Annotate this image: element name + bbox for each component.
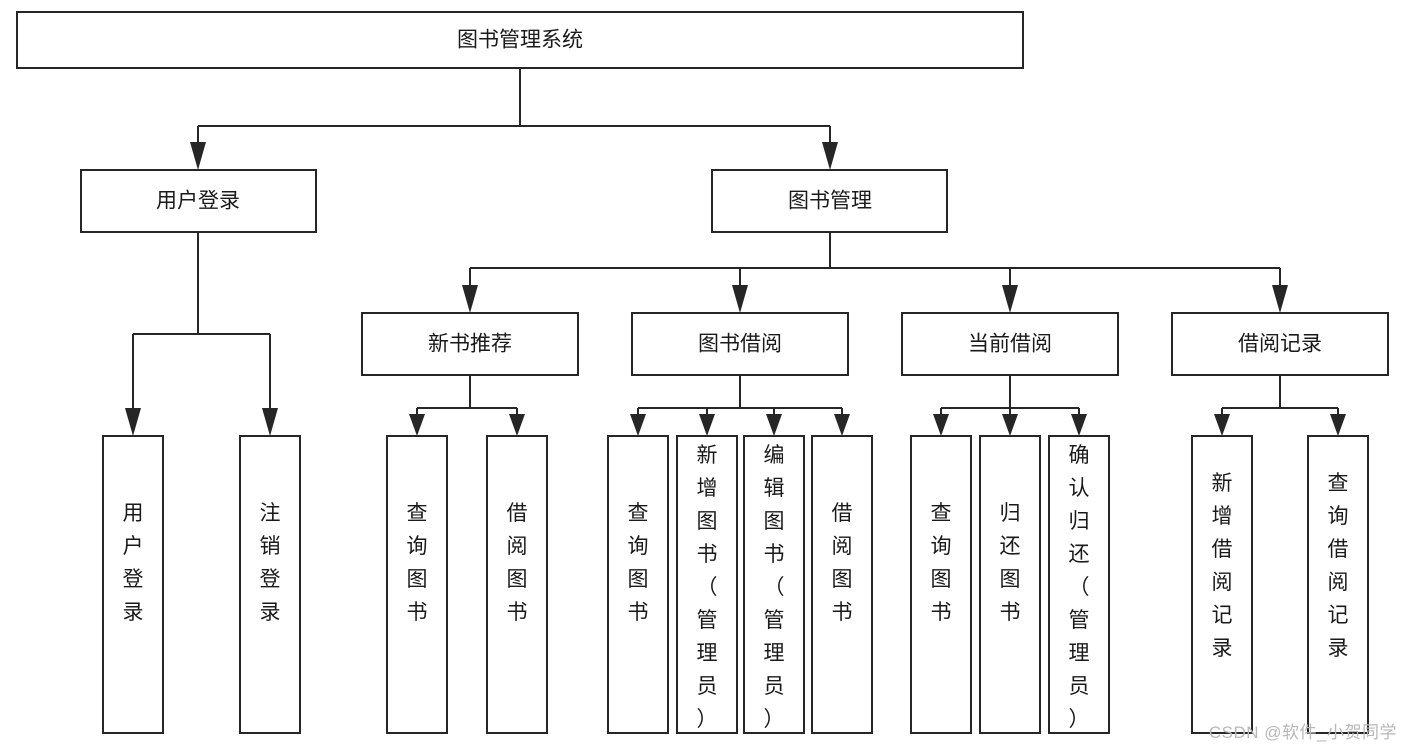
node-leaf-borrow-book-2-box[interactable] xyxy=(811,435,873,734)
node-leaf-borrow-book-2-label: 借阅图书 xyxy=(832,502,853,624)
node-leaf-query-book-3[interactable]: 查询图书 xyxy=(910,435,972,734)
node-leaf-user-logout-box[interactable] xyxy=(239,435,301,734)
node-leaf-return-book-label: 归还图书 xyxy=(1000,502,1021,624)
node-book-borrow[interactable]: 图书借阅 xyxy=(631,312,849,376)
node-leaf-borrow-book-2[interactable]: 借阅图书 xyxy=(811,435,873,734)
node-leaf-add-record-label: 新增借阅记录 xyxy=(1212,472,1233,660)
arrow-head-leaf-confirm-return xyxy=(1071,414,1087,436)
node-root-box[interactable] xyxy=(16,11,1024,69)
node-leaf-confirm-return[interactable]: 确认归还（管理员） xyxy=(1048,435,1110,734)
node-leaf-query-book-2-label: 查询图书 xyxy=(628,502,649,624)
connector-new-book-to-leaves xyxy=(409,375,525,436)
node-user-login[interactable]: 用户登录 xyxy=(80,169,317,233)
arrow-head-leaf-query-record xyxy=(1330,414,1346,436)
node-leaf-user-logout[interactable]: 注销登录 xyxy=(239,435,301,734)
node-leaf-user-login-label: 用户登录 xyxy=(123,502,144,624)
arrow-head-leaf-edit-book xyxy=(766,414,782,436)
node-current-borrow-label: 当前借阅 xyxy=(968,333,1052,356)
connector-root-to-level2 xyxy=(190,68,838,170)
arrow-head-leaf-add-book xyxy=(699,414,715,436)
connector-borrow-record-to-leaves xyxy=(1214,375,1346,436)
node-user-login-box[interactable] xyxy=(80,169,317,233)
arrow-head-leaf-add-record xyxy=(1214,414,1230,436)
arrow-head-book-manage xyxy=(822,142,838,170)
node-leaf-query-book-2[interactable]: 查询图书 xyxy=(607,435,669,734)
arrow-head-user-login xyxy=(190,142,206,170)
node-leaf-borrow-book-1[interactable]: 借阅图书 xyxy=(486,435,548,734)
node-leaf-query-record[interactable]: 查询借阅记录 xyxy=(1307,435,1369,734)
node-new-book-recommend[interactable]: 新书推荐 xyxy=(361,312,579,376)
node-leaf-query-book-1-label: 查询图书 xyxy=(407,502,428,624)
csdn-watermark: CSDN @软件_小贺同学 xyxy=(1208,723,1397,742)
connector-user-login-to-leaves xyxy=(125,232,278,436)
arrow-head-leaf-user-login xyxy=(125,408,141,436)
node-current-borrow[interactable]: 当前借阅 xyxy=(901,312,1119,376)
connector-book-manage-to-level3 xyxy=(462,232,1288,313)
node-borrow-record[interactable]: 借阅记录 xyxy=(1171,312,1389,376)
arrow-head-current-borrow xyxy=(1002,285,1018,313)
arrow-head-leaf-query-book-2 xyxy=(630,414,646,436)
node-leaf-edit-book-label: 编辑图书（管理员） xyxy=(764,444,785,731)
node-current-borrow-box[interactable] xyxy=(901,312,1119,376)
arrow-head-leaf-borrow-book-2 xyxy=(834,414,850,436)
node-leaf-add-record-box[interactable] xyxy=(1191,435,1253,734)
arrow-head-borrow-record xyxy=(1272,285,1288,313)
node-new-book-recommend-box[interactable] xyxy=(361,312,579,376)
node-leaf-edit-book-box[interactable] xyxy=(743,435,805,734)
arrow-head-new-book xyxy=(462,285,478,313)
node-leaf-add-book-label: 新增图书（管理员） xyxy=(697,444,718,731)
node-leaf-query-book-1-box[interactable] xyxy=(386,435,448,734)
node-borrow-record-label: 借阅记录 xyxy=(1238,333,1322,356)
node-leaf-edit-book[interactable]: 编辑图书（管理员） xyxy=(743,435,805,734)
node-leaf-query-book-2-box[interactable] xyxy=(607,435,669,734)
node-leaf-query-record-label: 查询借阅记录 xyxy=(1328,472,1349,660)
arrow-head-leaf-user-logout xyxy=(262,408,278,436)
node-new-book-recommend-label: 新书推荐 xyxy=(428,333,512,356)
node-book-borrow-box[interactable] xyxy=(631,312,849,376)
arrow-head-leaf-query-book-1 xyxy=(409,414,425,436)
node-user-login-label: 用户登录 xyxy=(156,190,240,213)
node-root-book-management-system[interactable]: 图书管理系统 xyxy=(16,11,1024,69)
node-leaf-user-logout-label: 注销登录 xyxy=(260,502,281,624)
node-book-manage[interactable]: 图书管理 xyxy=(711,169,948,233)
node-leaf-return-book-box[interactable] xyxy=(979,435,1041,734)
node-leaf-borrow-book-1-label: 借阅图书 xyxy=(507,502,528,624)
connector-current-borrow-to-leaves xyxy=(933,375,1087,436)
node-book-manage-box[interactable] xyxy=(711,169,948,233)
arrow-head-leaf-borrow-book-1 xyxy=(509,414,525,436)
node-leaf-add-record[interactable]: 新增借阅记录 xyxy=(1191,435,1253,734)
node-leaf-add-book-box[interactable] xyxy=(676,435,738,734)
node-book-manage-label: 图书管理 xyxy=(788,190,872,213)
node-leaf-query-book-1[interactable]: 查询图书 xyxy=(386,435,448,734)
node-leaf-confirm-return-label: 确认归还（管理员） xyxy=(1069,444,1090,731)
node-root-label: 图书管理系统 xyxy=(457,29,583,52)
arrow-head-book-borrow xyxy=(732,285,748,313)
node-book-borrow-label: 图书借阅 xyxy=(698,333,782,356)
node-leaf-query-book-3-label: 查询图书 xyxy=(931,502,952,624)
arrow-head-leaf-return-book xyxy=(1002,414,1018,436)
connector-book-borrow-to-leaves xyxy=(630,375,850,436)
node-leaf-query-record-box[interactable] xyxy=(1307,435,1369,734)
node-leaf-borrow-book-1-box[interactable] xyxy=(486,435,548,734)
arrow-head-leaf-query-book-3 xyxy=(933,414,949,436)
node-leaf-return-book[interactable]: 归还图书 xyxy=(979,435,1041,734)
node-leaf-add-book[interactable]: 新增图书（管理员） xyxy=(676,435,738,734)
node-leaf-confirm-return-box[interactable] xyxy=(1048,435,1110,734)
node-leaf-query-book-3-box[interactable] xyxy=(910,435,972,734)
node-leaf-user-login-box[interactable] xyxy=(102,435,164,734)
node-borrow-record-box[interactable] xyxy=(1171,312,1389,376)
node-leaf-user-login[interactable]: 用户登录 xyxy=(102,435,164,734)
